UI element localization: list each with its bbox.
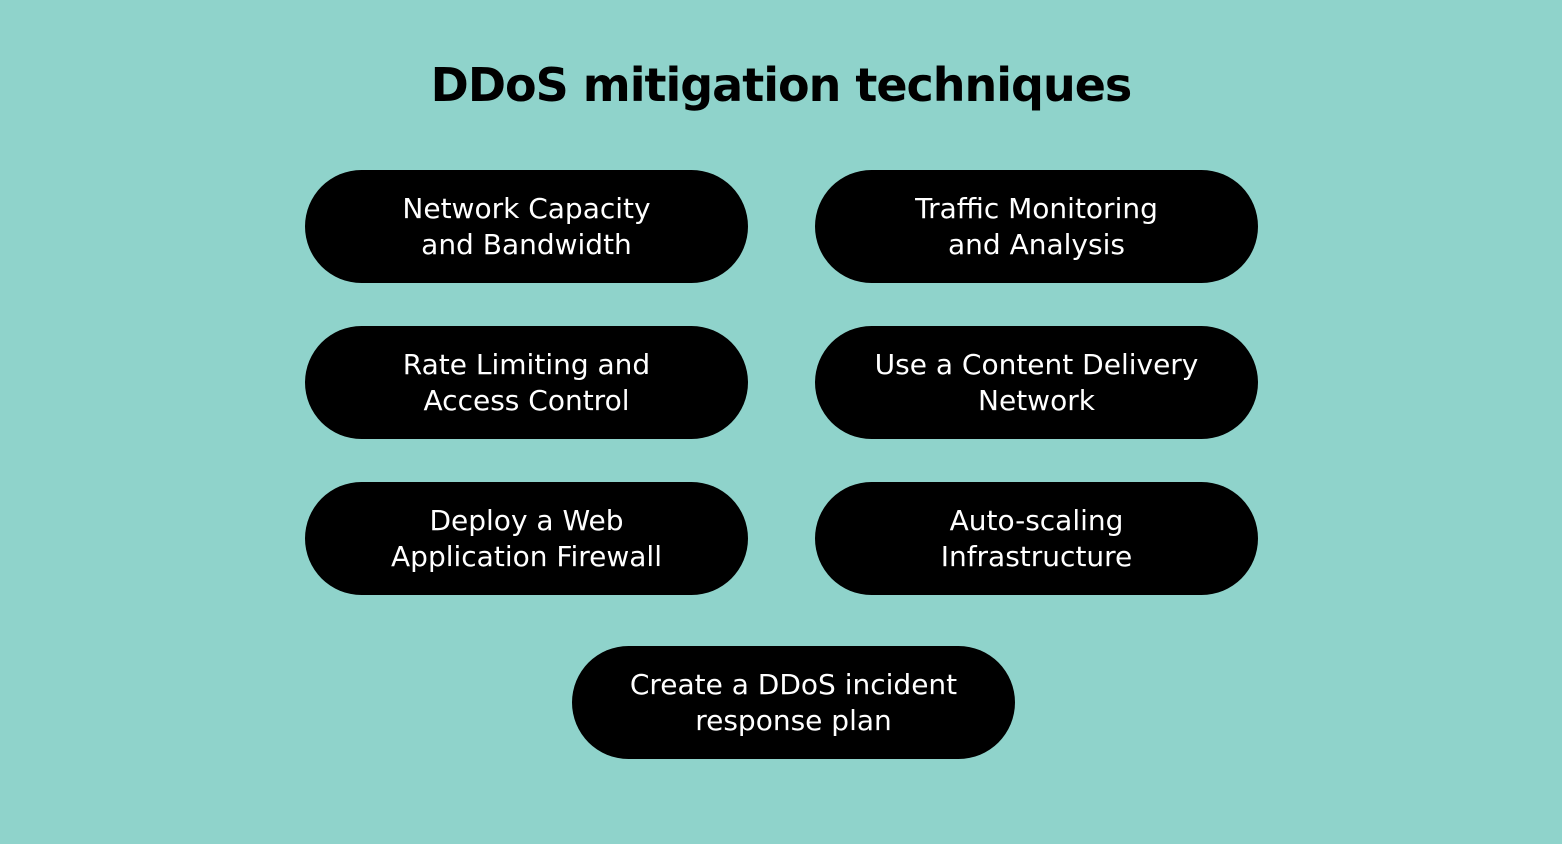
technique-auto-scaling: Auto-scaling Infrastructure — [815, 482, 1258, 595]
technique-incident-response: Create a DDoS incident response plan — [572, 646, 1015, 759]
technique-label: Auto-scaling Infrastructure — [940, 503, 1133, 573]
technique-label: Rate Limiting and Access Control — [402, 347, 651, 417]
technique-label: Create a DDoS incident response plan — [629, 667, 958, 737]
technique-waf: Deploy a Web Application Firewall — [305, 482, 748, 595]
technique-label: Network Capacity and Bandwidth — [402, 191, 651, 261]
technique-cdn: Use a Content Delivery Network — [815, 326, 1258, 439]
technique-label: Deploy a Web Application Firewall — [391, 503, 662, 573]
technique-label: Traffic Monitoring and Analysis — [915, 191, 1158, 261]
diagram-title: DDoS mitigation techniques — [430, 58, 1133, 112]
technique-traffic-monitoring: Traffic Monitoring and Analysis — [815, 170, 1258, 283]
technique-label: Use a Content Delivery Network — [874, 347, 1199, 417]
technique-network-capacity: Network Capacity and Bandwidth — [305, 170, 748, 283]
technique-rate-limiting: Rate Limiting and Access Control — [305, 326, 748, 439]
